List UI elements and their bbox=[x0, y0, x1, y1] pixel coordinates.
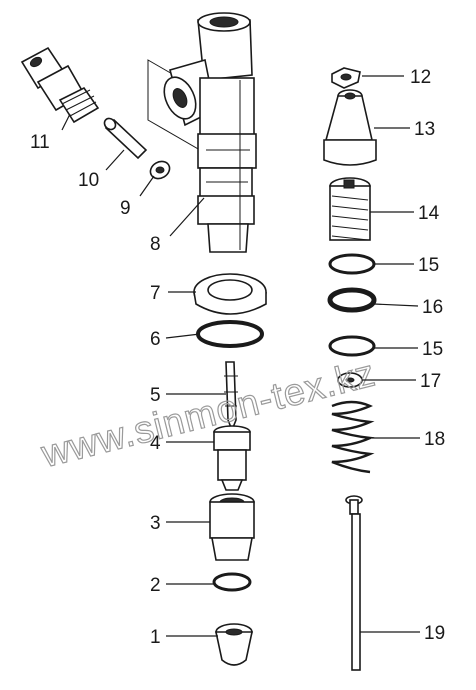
label-14: 14 bbox=[418, 203, 440, 224]
label-18: 18 bbox=[424, 429, 445, 450]
label-16: 16 bbox=[422, 297, 443, 318]
part-11-fitting bbox=[20, 46, 100, 124]
part-8-injector-body bbox=[147, 12, 257, 253]
part-12-small-nut bbox=[331, 67, 361, 89]
part-16-clip-ring bbox=[327, 287, 377, 313]
label-5: 5 bbox=[150, 385, 161, 406]
label-17: 17 bbox=[420, 371, 441, 392]
part-labels: 11 10 9 8 7 6 5 4 3 2 1 12 13 14 15 16 1… bbox=[30, 67, 445, 648]
label-8: 8 bbox=[150, 234, 161, 255]
label-11: 11 bbox=[30, 132, 50, 153]
part-19-rod bbox=[345, 495, 363, 671]
label-6: 6 bbox=[150, 329, 161, 350]
label-10: 10 bbox=[78, 170, 99, 191]
label-19: 19 bbox=[424, 623, 445, 644]
part-18-spring bbox=[331, 400, 375, 474]
label-13: 13 bbox=[414, 119, 435, 140]
label-9: 9 bbox=[120, 198, 131, 219]
part-7-ring bbox=[193, 273, 267, 315]
part-15-washer-upper bbox=[328, 253, 376, 275]
label-4: 4 bbox=[150, 433, 161, 454]
label-15-lower: 15 bbox=[422, 339, 443, 360]
part-13-cap-nut bbox=[323, 89, 377, 166]
watermark-text: www.sinmon-tex.kz bbox=[37, 352, 380, 476]
label-2: 2 bbox=[150, 575, 161, 596]
part-10-filter-rod bbox=[103, 117, 148, 160]
part-3-nut bbox=[209, 493, 255, 561]
part-4-nozzle bbox=[213, 425, 251, 491]
part-2-washer bbox=[212, 572, 252, 592]
label-12: 12 bbox=[410, 67, 431, 88]
part-14-threaded-sleeve bbox=[329, 177, 371, 241]
part-5-needle bbox=[224, 361, 238, 433]
label-3: 3 bbox=[150, 513, 161, 534]
part-1-cap bbox=[215, 623, 253, 666]
part-15-washer-lower bbox=[328, 335, 376, 357]
label-15-upper: 15 bbox=[418, 255, 439, 276]
label-1: 1 bbox=[150, 627, 161, 648]
part-9-washer bbox=[149, 160, 171, 180]
label-7: 7 bbox=[150, 283, 161, 304]
part-17-small-washer bbox=[337, 372, 363, 388]
leader-lines bbox=[61, 75, 420, 637]
part-6-o-ring bbox=[196, 320, 264, 348]
